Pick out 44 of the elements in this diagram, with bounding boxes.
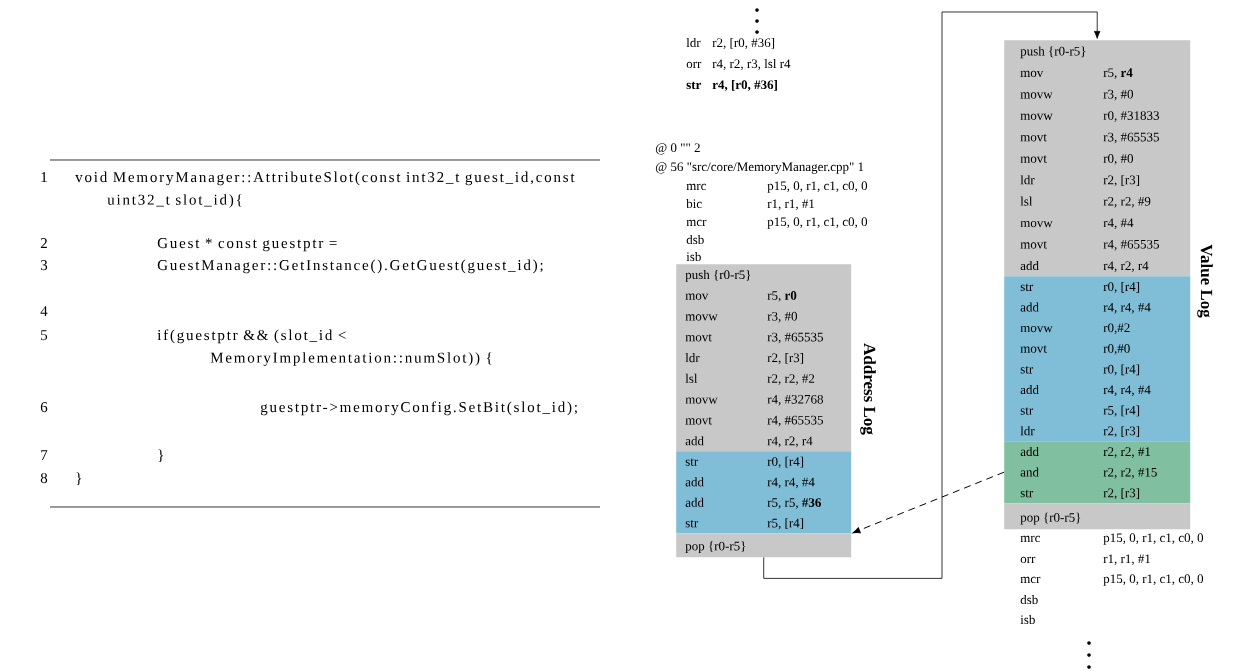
code-line: guestptr->memoryConfig.SetBit(slot_id); [260,401,577,416]
panel-heading: Address Log [860,343,876,435]
assembly-text: p15, 0, r1, c1, c0, 0 [1103,533,1204,545]
assembly-text: dsb [686,235,704,245]
assembly-text: r4, [r0, #36] [712,80,777,91]
line-number: 2 [40,238,47,248]
assembly-text: str [686,81,702,90]
assembly-text: r4, r2, r3, lsl r4 [712,59,791,70]
assembly-text: mcr [686,219,707,227]
assembly-text: ldr [686,38,701,48]
assembly-text: orr [686,61,702,69]
code-line: Guest * const guestptr = [157,238,337,252]
line-number: 7 [41,450,48,460]
assembly-text: p15, 0, r1, c1, c0, 0 [767,181,868,193]
code-block: pop {r0-r5} [676,533,852,558]
panel-heading: Value Log [1197,244,1213,318]
line-number: 8 [40,473,48,484]
code-line: void MemoryManager::AttributeSlot(const int32_t guest_id,const uint32_t slot_id){ [75,171,575,208]
line-number: 3 [40,260,48,271]
assembly-text: p15, 0, r1, c1, c0, 0 [1103,574,1204,586]
code-line: if(guestptr && (slot_id < MemoryImplementation::numSlot)) { [157,329,492,366]
code-block: pop {r0-r5} [1004,503,1191,530]
line-number: 4 [40,306,48,316]
arrow [763,11,1101,579]
assembly-text: isb [1020,615,1035,625]
assembly-text: orr [1020,556,1036,564]
assembly-text: @ 0 "" 2 [655,143,700,155]
line-number: 1 [41,172,47,182]
code-line: } [158,449,164,462]
arrow [852,471,1005,534]
assembly-text: dsb [1020,595,1038,605]
assembly-text: p15, 0, r1, c1, c0, 0 [767,217,868,229]
line-number: 6 [40,402,48,413]
assembly-text: mrc [686,183,706,191]
assembly-text: r1, r1, #1 [1103,554,1151,565]
assembly-text: @ 56 "src/core/MemoryManager.cpp" 1 [655,162,864,174]
assembly-text: bic [686,199,702,209]
assembly-text: r2, [r0, #36] [712,38,775,49]
assembly-text: r1, r1, #1 [767,199,815,210]
code-line: } [76,472,82,485]
line-number: 5 [41,330,48,341]
code-line: GuestManager::GetInstance().GetGuest(guest_id); [157,259,543,274]
assembly-text: mcr [1020,576,1041,584]
assembly-text: mrc [1020,535,1040,543]
